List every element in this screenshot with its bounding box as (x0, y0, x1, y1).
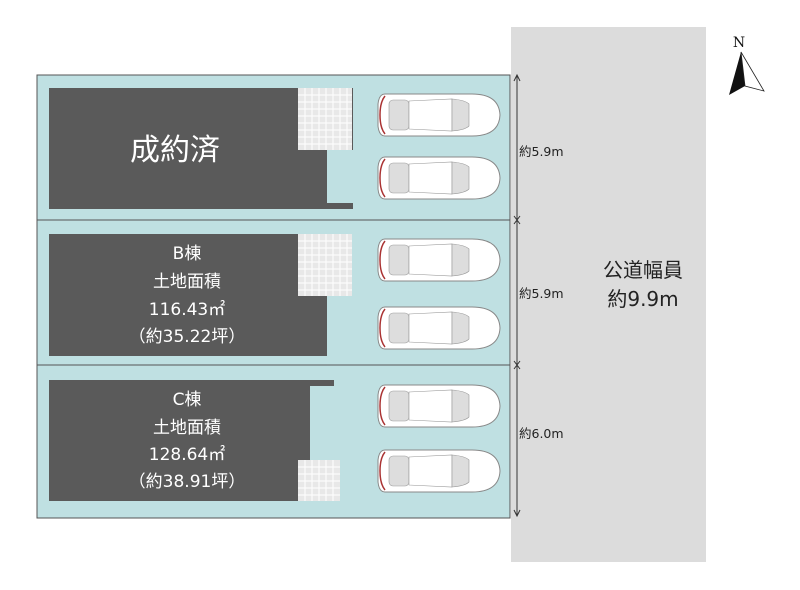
lot-a-status: 成約済 (130, 133, 220, 168)
dimension-lot-b: 約5.9m (519, 286, 564, 301)
car-icon (377, 384, 501, 428)
lot-c-area-tsubo: （約38.91坪） (129, 472, 246, 492)
dimension-lot-a: 約5.9m (519, 144, 564, 159)
svg-text:N: N (733, 35, 745, 51)
entrance-tiles-b (298, 234, 352, 296)
car-icon (377, 93, 501, 137)
building-a (49, 88, 353, 209)
entrance-tiles-a (298, 88, 352, 150)
dimension-line (513, 73, 521, 518)
building-b (49, 234, 327, 356)
car-icon (377, 238, 501, 282)
public-road (511, 27, 706, 562)
car-icon (377, 156, 501, 200)
car-icon (377, 306, 501, 350)
lot-b-area-label: 土地面積 (153, 272, 221, 292)
parking-cars (377, 93, 501, 493)
road-label: 公道幅員 (603, 258, 683, 282)
road-width: 約9.9m (607, 287, 678, 311)
entrance-tiles-c (298, 460, 340, 501)
dimension-lot-c: 約6.0m (519, 426, 564, 441)
car-icon (377, 449, 501, 493)
lot-b-area-m2: 116.43㎡ (149, 300, 225, 320)
lot-c-area-m2: 128.64㎡ (149, 445, 225, 465)
lot-c-area-label: 土地面積 (153, 418, 221, 438)
lot-c-title: C棟 (173, 390, 202, 410)
north-arrow-icon: N (729, 35, 765, 95)
building-c (49, 380, 334, 501)
lot-b-area-tsubo: （約35.22坪） (129, 327, 246, 347)
lot-b-title: B棟 (173, 244, 202, 264)
